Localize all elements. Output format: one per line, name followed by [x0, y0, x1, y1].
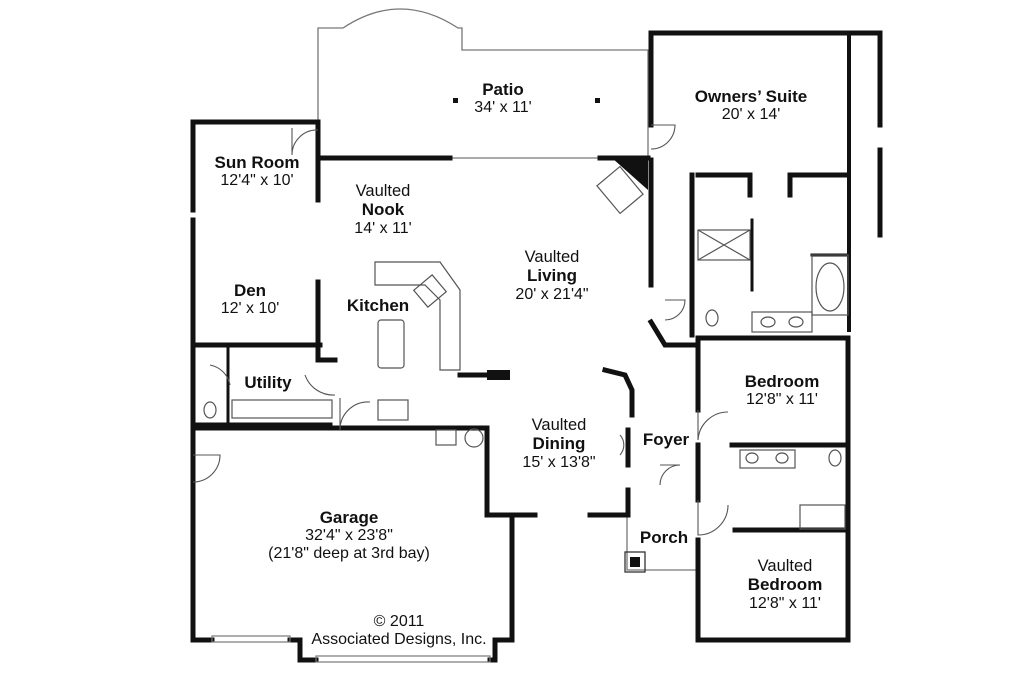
copyright-notice: © 2011 Associated Designs, Inc. [311, 613, 486, 649]
room-name: Den [233, 281, 267, 300]
room-dims: 12'8" x 11' [749, 594, 821, 612]
room-prefix: Vaulted [355, 182, 411, 200]
room-label-utility: Utility [244, 373, 291, 392]
room-name: Bedroom [744, 372, 820, 391]
patio-outline [317, 8, 649, 159]
room-dims: 20' x 21'4" [515, 285, 589, 303]
room-dims: 14' x 11' [354, 219, 412, 237]
patio-post [453, 98, 458, 103]
room-label-owners-suite: Owners’ Suite 20' x 14' [695, 87, 807, 124]
room-name: Dining [532, 434, 586, 454]
room-dims: 12' x 10' [220, 300, 280, 318]
room-dims: 12'8" x 11' [746, 391, 818, 409]
room-name: Kitchen [346, 296, 410, 315]
room-label-porch: Porch [640, 528, 688, 547]
room-label-dining: Vaulted Dining 15' x 13'8" [522, 416, 595, 471]
room-label-bedroom: Bedroom 12'8" x 11' [745, 372, 820, 409]
room-prefix: Vaulted [531, 416, 587, 434]
room-name: Patio [482, 80, 524, 99]
room-label-foyer: Foyer [643, 430, 689, 449]
room-dims: 32'4" x 23'8" [305, 527, 393, 545]
room-label-garage: Garage 32'4" x 23'8" (21'8" deep at 3rd … [268, 508, 430, 563]
room-label-living: Vaulted Living 20' x 21'4" [515, 248, 588, 303]
room-prefix: Vaulted [757, 557, 813, 575]
room-dims: 12'4" x 10' [220, 172, 294, 190]
room-dims: 20' x 14' [721, 106, 781, 124]
copyright-company: Associated Designs, Inc. [311, 630, 487, 648]
room-name: Sun Room [214, 153, 300, 172]
room-name: Utility [244, 373, 292, 392]
room-name: Nook [361, 200, 405, 220]
room-label-kitchen: Kitchen [347, 296, 409, 315]
patio-post [595, 98, 600, 103]
room-prefix: Vaulted [524, 248, 580, 266]
room-note: (21'8" deep at 3rd bay) [268, 544, 430, 562]
room-name: Living [526, 266, 578, 286]
room-name: Bedroom [747, 575, 823, 595]
room-name: Foyer [642, 430, 690, 449]
room-label-den: Den 12' x 10' [221, 281, 280, 318]
room-label-sun-room: Sun Room 12'4" x 10' [215, 153, 300, 190]
room-dims: 34' x 11' [474, 99, 532, 117]
room-name: Porch [639, 528, 689, 547]
room-dims: 15' x 13'8" [522, 453, 596, 471]
room-label-nook: Vaulted Nook 14' x 11' [354, 182, 411, 237]
copyright-year: © 2011 [373, 613, 425, 630]
room-name: Garage [319, 508, 379, 527]
room-name: Owners’ Suite [694, 87, 808, 106]
room-label-patio: Patio 34' x 11' [474, 80, 531, 117]
room-label-vaulted-bedroom: Vaulted Bedroom 12'8" x 11' [748, 557, 823, 612]
